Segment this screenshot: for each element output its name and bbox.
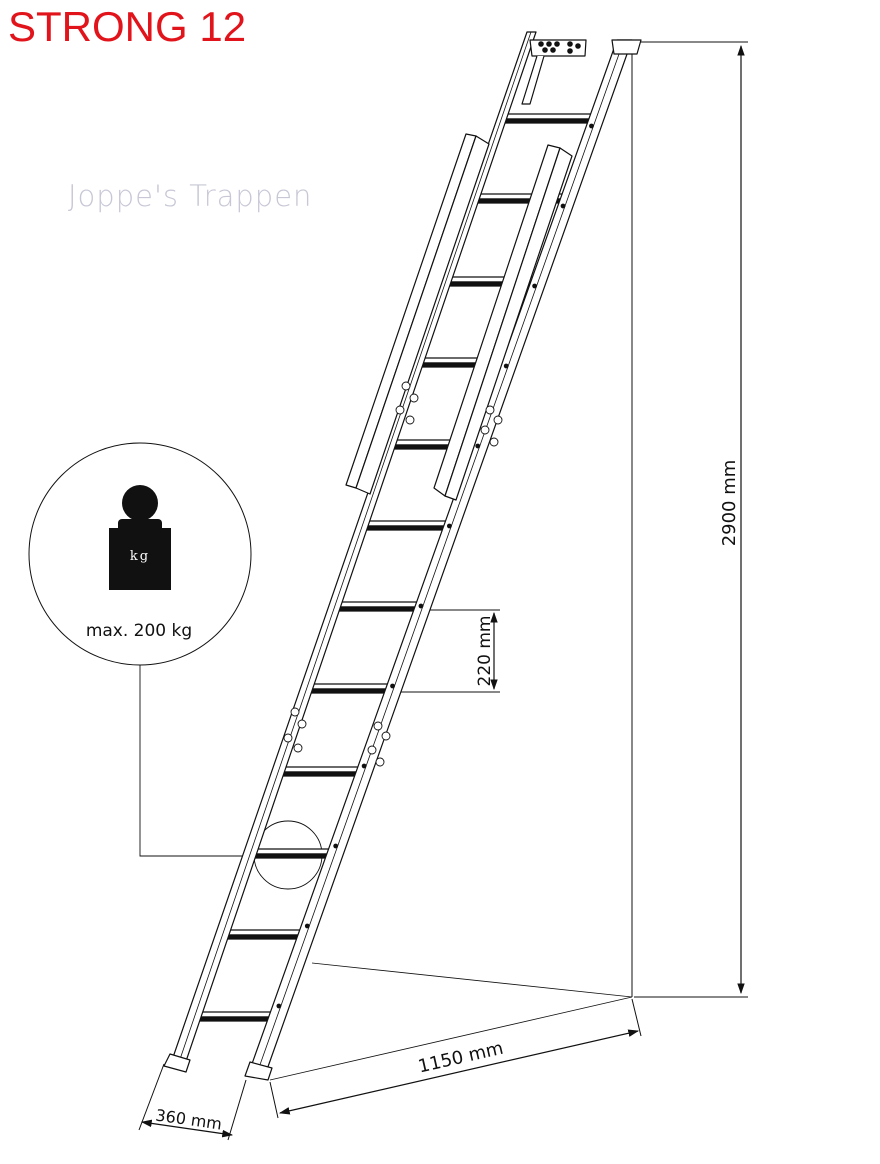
step-front-edge [222,934,303,940]
ladder-step [249,848,332,859]
step-tread [362,520,449,527]
stringer-bolt [361,763,367,769]
depth-dimension-line [278,1029,640,1115]
stringer-bolt [276,1003,282,1009]
ladder-step [361,520,449,531]
width-dimension-line [140,1119,234,1138]
top-bracket [521,39,642,105]
stringer-bolt [589,123,594,129]
width-dimension: 360 mm [138,1063,247,1141]
ladder [163,31,642,1081]
right-foot-cap [244,1061,273,1081]
ladder-step [277,766,361,777]
stringer-bolt [446,523,452,529]
step-tread [195,1011,274,1018]
stringer-bolt [390,683,395,689]
step-front-edge [334,606,419,612]
left-handrail-side [355,135,490,495]
step-front-edge [361,525,448,531]
callout-leader-line [139,664,256,857]
width-extension-left [138,1063,165,1131]
ladder-step [194,1011,274,1022]
left-stringer-edge [176,31,532,1069]
right-stringer-edge [255,39,625,1077]
stringer-bolt [304,923,310,929]
height-label: 2900 mm [719,460,740,547]
depth-dimension: 1150 mm [269,998,642,1119]
step-front-edge [277,771,360,777]
stringer-bolt [532,283,538,289]
step-tread [335,601,420,608]
depth-extension-left [269,1081,279,1119]
hinge-plates [283,381,503,767]
step-tread [250,848,332,855]
step-front-edge [194,1016,273,1022]
ladder-step [306,683,391,694]
step-tread [307,683,391,690]
ladder-step [501,113,593,124]
capacity-label: max. 200 kg [86,621,192,641]
step-spacing-dimension: 220 mm [384,609,500,693]
floor-projection-line [311,962,633,998]
step-spacing-label: 220 mm [475,616,495,687]
right-handrail-side [444,147,573,501]
left-foot-cap [163,1053,191,1073]
capacity-callout: kg max. 200 kg [28,442,323,890]
depth-extension-right [631,998,642,1037]
step-tread [278,766,361,773]
ladder-step [334,601,420,612]
stringer-bolt [560,203,566,209]
height-dimension: 2900 mm [631,41,748,998]
width-extension-right [227,1079,247,1141]
step-tread [502,113,593,120]
weight-kg-icon: kg [109,485,171,590]
brand-watermark: Joppe's Trappen [68,179,313,213]
ladder-step [222,929,304,940]
step-tread [223,929,304,936]
weight-icon-text: kg [130,549,150,564]
step-front-edge [306,688,390,694]
step-front-edge [501,118,592,124]
stringer-bolt [503,363,509,369]
stringer-bolt [418,603,424,609]
step-front-edge [249,853,331,859]
width-label: 360 mm [154,1105,223,1133]
stringer-bolt [475,443,481,449]
product-title: STRONG 12 [8,3,247,50]
stringer-bolt [333,843,339,849]
